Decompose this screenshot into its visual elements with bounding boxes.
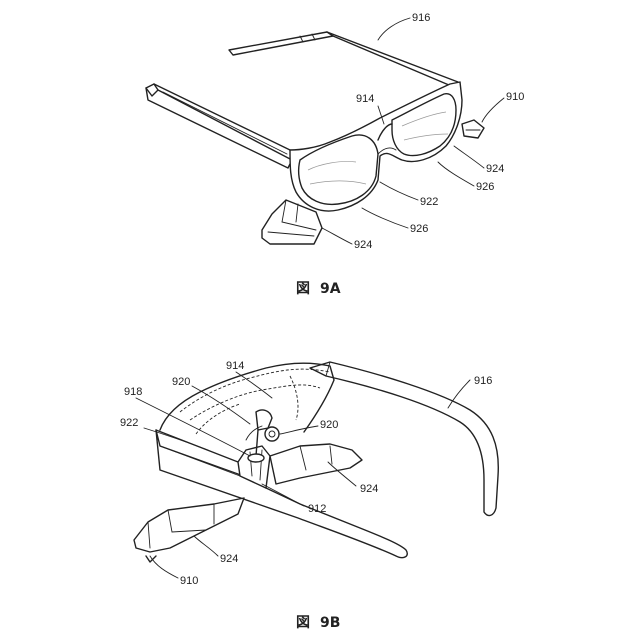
ref-914: 914 bbox=[226, 360, 244, 372]
ref-924: 924 bbox=[220, 553, 238, 565]
ref-910: 910 bbox=[180, 575, 198, 587]
ref-920: 920 bbox=[320, 419, 338, 431]
glasses-drawing-9a bbox=[146, 32, 484, 244]
ref-916: 916 bbox=[412, 12, 430, 24]
ref-914: 914 bbox=[356, 93, 374, 105]
figure-caption-id: 9A bbox=[320, 281, 341, 297]
figure-9b: 914 918 920 916 922 920 924 912 924 910 … bbox=[120, 360, 498, 631]
ref-924: 924 bbox=[354, 239, 372, 251]
glasses-drawing-9b bbox=[134, 362, 498, 558]
ref-920: 920 bbox=[172, 376, 190, 388]
figure-caption-glyph: 図 bbox=[296, 615, 310, 631]
ref-912: 912 bbox=[308, 503, 326, 515]
ref-924: 924 bbox=[486, 163, 504, 175]
ref-918: 918 bbox=[124, 386, 142, 398]
ref-926: 926 bbox=[476, 181, 494, 193]
ref-910: 910 bbox=[506, 91, 524, 103]
ref-924: 924 bbox=[360, 483, 378, 495]
figure-9a: 916 914 910 924 926 922 926 924 図 9A bbox=[146, 12, 524, 297]
figure-caption-glyph: 図 bbox=[296, 281, 310, 297]
ref-922: 922 bbox=[420, 196, 438, 208]
ref-916: 916 bbox=[474, 375, 492, 387]
ref-926: 926 bbox=[410, 223, 428, 235]
figure-caption-id: 9B bbox=[320, 615, 340, 631]
ref-922: 922 bbox=[120, 417, 138, 429]
